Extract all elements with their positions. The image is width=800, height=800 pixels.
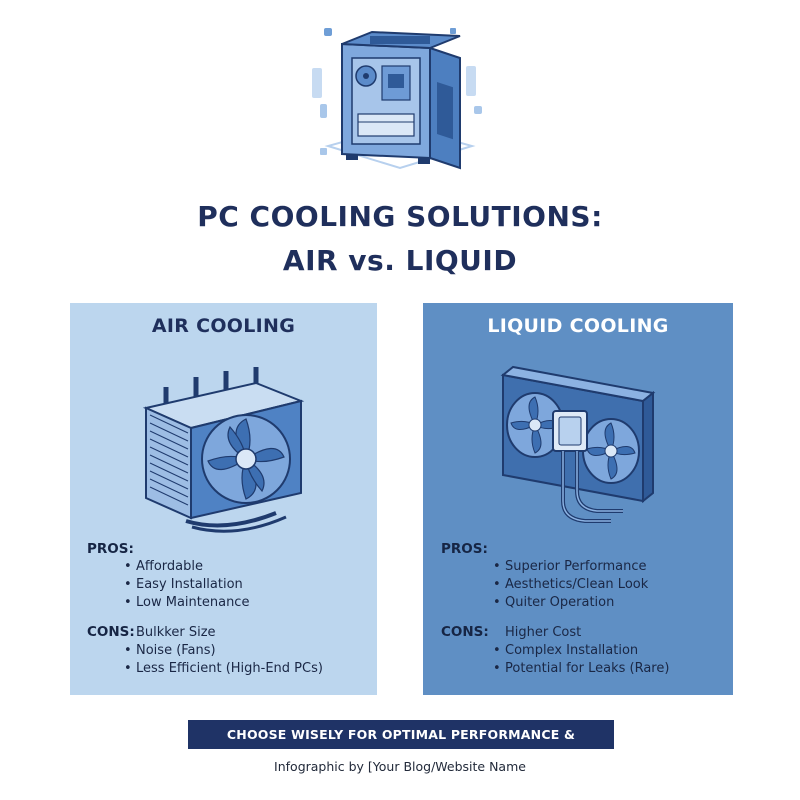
air-pro-item: •Low Maintenance bbox=[124, 595, 250, 610]
cta-banner: CHOOSE WISELY FOR OPTIMAL PERFORMANCE & … bbox=[188, 720, 614, 771]
liquid-cooler-icon bbox=[500, 365, 656, 523]
air-pros-label: PROS: bbox=[87, 541, 134, 557]
liquid-con-item: Higher Cost bbox=[505, 625, 582, 640]
air-pro-item: •Easy Installation bbox=[124, 577, 243, 592]
air-cooler-icon bbox=[142, 367, 305, 533]
liquid-con-item: •Complex Installation bbox=[493, 643, 639, 658]
air-pro-item: •Affordable bbox=[124, 559, 203, 574]
liquid-pro-item: •Superior Performance bbox=[493, 559, 647, 574]
pc-case-icon bbox=[312, 28, 482, 170]
liquid-pro-item: •Aesthetics/Clean Look bbox=[493, 577, 649, 592]
liquid-cooling-heading: LIQUID COOLING bbox=[487, 315, 669, 337]
liquid-pro-item: •Quiter Operation bbox=[493, 595, 615, 610]
credit-line: Infographic by [Your Blog/Website Name bbox=[274, 759, 526, 774]
air-con-item: Bulkker Size bbox=[136, 625, 216, 640]
air-con-item: •Less Efficient (High-End PCs) bbox=[124, 661, 323, 676]
liquid-cooling-panel: LIQUID COOLING PROS: • bbox=[423, 303, 733, 695]
air-cooling-panel: AIR COOLING PROS: bbox=[70, 303, 377, 695]
liquid-cons-label: CONS: bbox=[441, 624, 489, 640]
liquid-con-item: •Potential for Leaks (Rare) bbox=[493, 661, 670, 676]
air-cooling-heading: AIR COOLING bbox=[151, 315, 296, 337]
air-cons-label: CONS: bbox=[87, 624, 135, 640]
air-con-item: •Noise (Fans) bbox=[124, 643, 216, 658]
page-title: PC COOLING SOLUTIONS: bbox=[197, 200, 603, 233]
liquid-pros-label: PROS: bbox=[441, 541, 488, 557]
page-subtitle: AIR vs. LIQUID bbox=[282, 244, 518, 277]
